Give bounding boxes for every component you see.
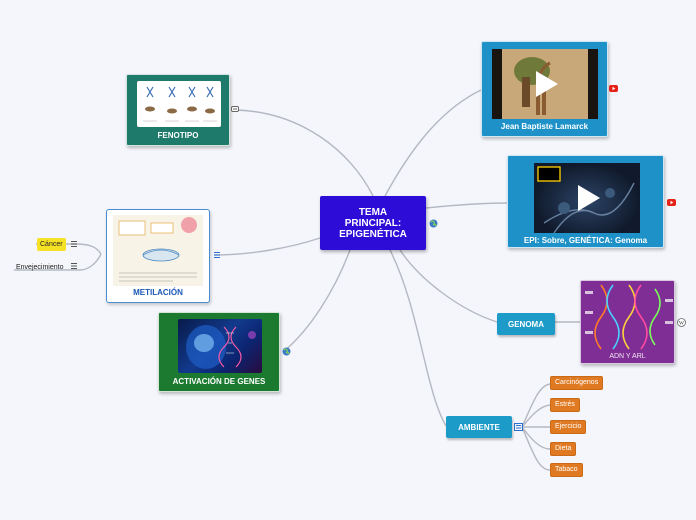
lamarck-label: Jean Baptiste Lamarck [500, 122, 589, 131]
central-topic-line-3: EPIGENÉTICA [339, 228, 407, 240]
link-icon[interactable] [231, 106, 239, 112]
youtube-icon[interactable] [609, 85, 618, 92]
central-topic-line-2: PRINCIPAL: [344, 217, 402, 229]
dna-image [585, 284, 673, 350]
central-topic-line-1: TEMA [358, 206, 388, 218]
adn-arl-node[interactable]: ADN Y ARL [580, 280, 675, 364]
wikipedia-icon[interactable]: W [677, 318, 686, 327]
ambiente-topic[interactable]: AMBIENTE [446, 416, 512, 438]
central-topic[interactable]: TEMA PRINCIPAL: EPIGENÉTICA [320, 196, 426, 250]
fenotipo-image [137, 81, 221, 127]
dieta-topic[interactable]: Dieta [550, 442, 577, 456]
notes-icon[interactable] [71, 241, 77, 247]
epi-video-node[interactable]: EPI: Sobre, GENÉTICA: Genoma [507, 155, 664, 248]
globe-icon[interactable] [282, 347, 291, 356]
play-icon [578, 185, 600, 211]
estres-topic[interactable]: Estrés [550, 398, 580, 412]
ejercicio-topic[interactable]: Ejercicio [550, 420, 587, 434]
notes-icon[interactable] [214, 252, 220, 258]
youtube-icon[interactable] [667, 199, 676, 206]
play-icon [536, 71, 558, 97]
notes-icon[interactable] [71, 263, 77, 269]
svg-text:W: W [679, 321, 685, 327]
globe-icon[interactable] [429, 219, 438, 228]
adn-arl-label: ADN Y ARL [609, 353, 646, 360]
lamarck-video-thumbnail [492, 49, 598, 119]
epi-video-thumbnail [534, 163, 640, 233]
lamarck-video-node[interactable]: Jean Baptiste Lamarck [481, 41, 608, 137]
envejecimiento-topic[interactable]: Envejecimiento [16, 264, 64, 271]
metilacion-label: METILACIÓN [133, 288, 183, 297]
notes-icon[interactable] [514, 423, 523, 431]
tabaco-topic[interactable]: Tabaco [550, 463, 583, 477]
activacion-node[interactable]: ACTIVACIÓN DE GENES [158, 312, 280, 392]
fenotipo-node[interactable]: FENOTIPO [126, 74, 230, 146]
fenotipo-label: FENOTIPO [157, 131, 199, 140]
activacion-image [178, 319, 262, 373]
carcinogenos-topic[interactable]: Carcinógenos [550, 376, 604, 390]
genoma-topic[interactable]: GENOMA [497, 313, 555, 335]
metilacion-node[interactable]: METILACIÓN [106, 209, 210, 303]
activacion-label: ACTIVACIÓN DE GENES [172, 377, 266, 386]
metilacion-image [113, 215, 203, 286]
epi-label: EPI: Sobre, GENÉTICA: Genoma [523, 236, 648, 245]
cancer-topic[interactable]: Cáncer [37, 238, 66, 251]
